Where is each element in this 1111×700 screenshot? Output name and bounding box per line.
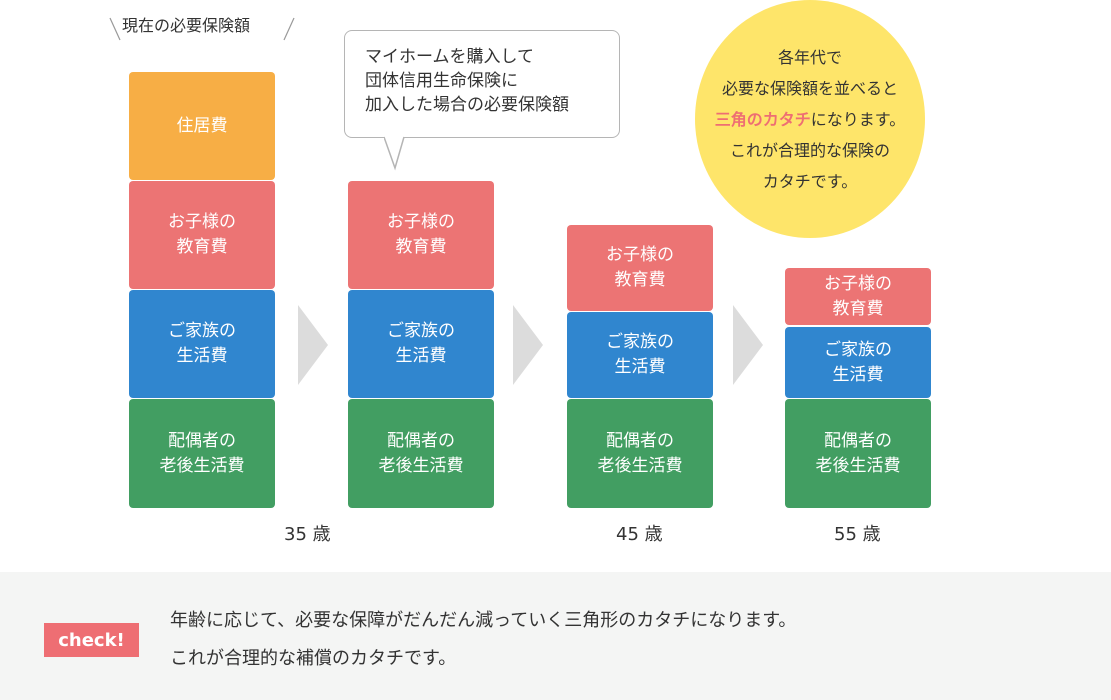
col1-housing-block: 住居費 [129, 72, 275, 180]
col3-age-label: 45 歳 [616, 524, 663, 545]
col1-spouse-block: 配偶者の 老後生活費 [129, 399, 275, 508]
circle-line-3: 三角のカタチになります。 [715, 104, 905, 135]
current-required-amount-label: 現在の必要保険額 [122, 16, 251, 35]
circle-line-4: これが合理的な保険の [729, 140, 890, 160]
col2-living-block: ご家族の 生活費 [348, 290, 494, 398]
speech-bubble: マイホームを購入して 団体信用生命保険に 加入した場合の必要保険額 [344, 30, 620, 138]
speech-bubble-tail [384, 136, 405, 171]
col1-age-label: 35 歳 [284, 524, 331, 545]
circle-line-1: 各年代で [777, 47, 842, 67]
chevron-right-icon [298, 305, 328, 385]
label-slash-right [282, 16, 296, 46]
chevron-right-icon [513, 305, 543, 385]
col2-education-block: お子様の 教育費 [348, 181, 494, 289]
circle-highlight-text: 三角のカタチ [714, 109, 811, 129]
col4-age-label: 55 歳 [834, 524, 881, 545]
chevron-right-icon [733, 305, 763, 385]
check-footer [0, 572, 1111, 700]
col3-education-block: お子様の 教育費 [567, 225, 713, 311]
circle-line-2: 必要な保険額を並べると [721, 78, 898, 98]
label-slash-left [108, 16, 122, 46]
speech-bubble-text: マイホームを購入して 団体信用生命保険に 加入した場合の必要保険額 [365, 47, 569, 115]
col4-living-block: ご家族の 生活費 [785, 327, 931, 398]
check-badge: check! [44, 623, 139, 657]
circle-line-5: カタチです。 [762, 171, 858, 191]
footer-text-line-2: これが合理的な補償のカタチです。 [170, 648, 457, 669]
col3-spouse-block: 配偶者の 老後生活費 [567, 399, 713, 508]
circle-line-3-rest: になります。 [810, 109, 906, 129]
col4-education-block: お子様の 教育費 [785, 268, 931, 325]
summary-circle: 各年代で 必要な保険額を並べると 三角のカタチになります。 これが合理的な保険の… [695, 0, 925, 238]
footer-text-line-1: 年齢に応じて、必要な保障がだんだん減っていく三角形のカタチになります。 [170, 610, 797, 631]
col4-spouse-block: 配偶者の 老後生活費 [785, 399, 931, 508]
col1-education-block: お子様の 教育費 [129, 181, 275, 289]
col2-spouse-block: 配偶者の 老後生活費 [348, 399, 494, 508]
col3-living-block: ご家族の 生活費 [567, 312, 713, 398]
col1-living-block: ご家族の 生活費 [129, 290, 275, 398]
